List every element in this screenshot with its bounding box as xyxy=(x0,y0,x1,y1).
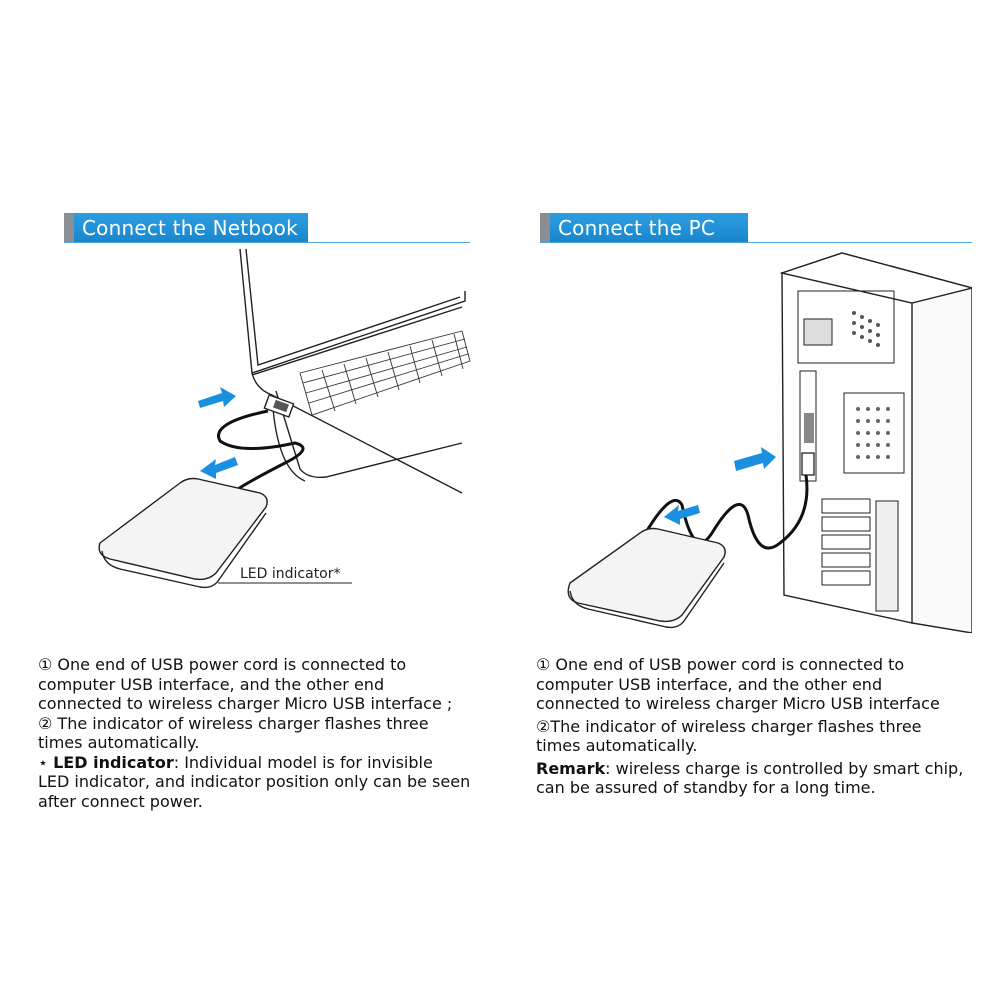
blue-arrow-icon xyxy=(664,505,700,525)
pc-panel: Connect the PC xyxy=(500,0,1000,1000)
step-number: ② xyxy=(536,716,551,736)
led-indicator-label: LED indicator* xyxy=(240,566,341,582)
remark-label: Remark xyxy=(536,758,606,778)
blue-arrow-icon xyxy=(200,457,238,479)
pc-instructions: ① One end of USB power cord is connected… xyxy=(536,655,964,797)
netbook-illustration xyxy=(98,248,471,589)
netbook-section-title: Connect the Netbook xyxy=(82,216,298,240)
netbook-header-rule xyxy=(64,242,470,243)
step-number: ① xyxy=(38,655,53,674)
step-number: ① xyxy=(536,655,551,674)
netbook-section-header: Connect the Netbook xyxy=(64,213,308,243)
step-number: ② xyxy=(38,713,53,733)
netbook-instructions: ① One end of USB power cord is connected… xyxy=(38,655,471,811)
pc-tower-illustration xyxy=(567,252,972,633)
pc-section-title: Connect the PC xyxy=(558,216,716,240)
pc-section-header: Connect the PC xyxy=(540,213,748,243)
blue-arrow-icon xyxy=(198,387,236,408)
led-note-label: LED indicator xyxy=(53,752,174,772)
blue-arrow-icon xyxy=(734,447,776,471)
netbook-panel: Connect the Netbook xyxy=(38,213,471,811)
pc-header-rule xyxy=(540,242,972,243)
